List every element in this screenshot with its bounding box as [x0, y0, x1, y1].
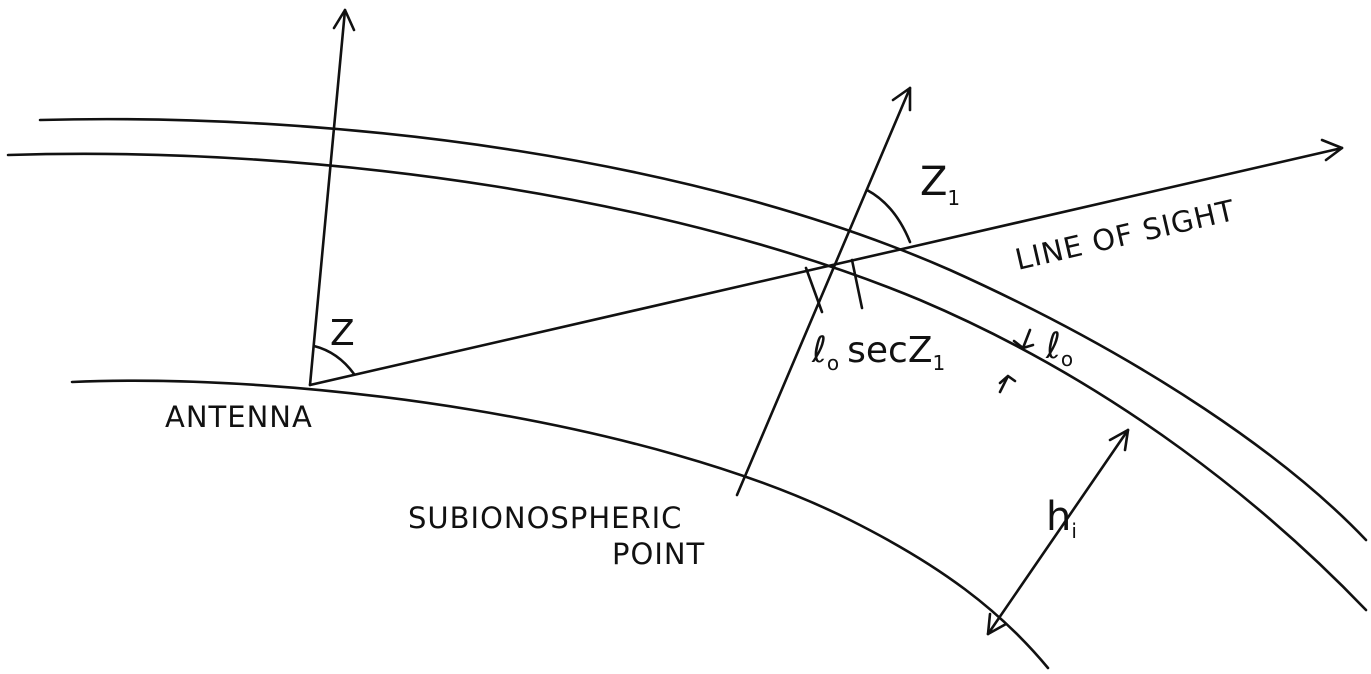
layer-thickness-arrow-bottom: [998, 374, 1017, 394]
ionosphere-upper-boundary: [38, 117, 1368, 542]
antenna-zenith-arrowhead: [332, 8, 356, 32]
line-of-sight-ray: [308, 146, 1344, 387]
zenith-angle-label: Z: [330, 313, 355, 354]
ionospheric-normal-arrowhead: [891, 86, 912, 112]
line-of-sight-arrowhead: [1320, 138, 1344, 162]
height-label: hi: [1046, 494, 1077, 543]
earth-surface-arc: [70, 379, 1050, 670]
height-arrowhead-bottom: [986, 612, 1008, 636]
layer-thickness-arrow-top: [1012, 328, 1035, 350]
antenna-zenith-line: [308, 8, 347, 387]
ionosphere-lower-boundary: [6, 152, 1368, 612]
antenna-label: ANTENNA: [165, 400, 313, 434]
height-arrowhead-top: [1108, 428, 1130, 452]
ionospheric-zenith-angle-arc: [865, 188, 912, 244]
ionospheric-normal-line: [735, 86, 912, 497]
layer-thickness-label: ℓo: [1045, 326, 1073, 371]
slant-thickness-leader-left: [804, 266, 824, 314]
zenith-angle-arc: [312, 344, 356, 376]
subionospheric-label-line1: SUBIONOSPHERIC: [408, 501, 682, 535]
line-of-sight-label: LINE OF SIGHT: [1012, 193, 1239, 277]
ionospheric-zenith-angle-label: Z1: [920, 159, 960, 210]
subionospheric-label-line2: POINT: [612, 537, 705, 571]
height-dimension-line: [986, 428, 1130, 636]
slant-thickness-leader-right: [850, 258, 864, 310]
